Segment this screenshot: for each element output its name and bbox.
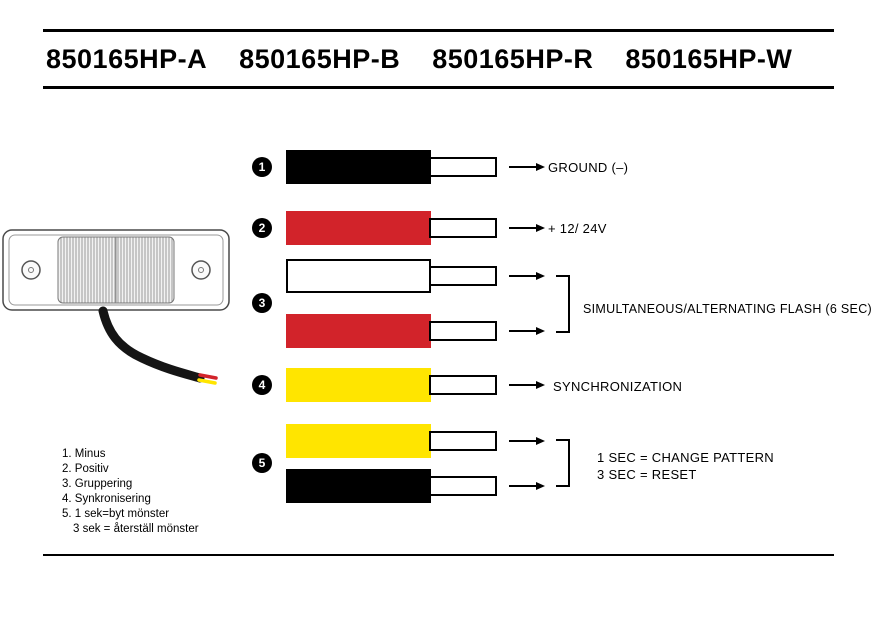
mounting-hole-left — [21, 260, 41, 280]
pin-badge-5: 5 — [252, 453, 272, 473]
model-number: 850165HP-R — [432, 44, 594, 74]
wire-bar-black-pattern — [286, 469, 431, 503]
legend-line: 2. Positiv — [62, 463, 109, 475]
legend-line: 1. Minus — [62, 448, 106, 460]
pattern-group-bracket — [556, 439, 570, 487]
wire-bar-red-power — [286, 211, 431, 245]
title-underline-rule — [43, 86, 834, 89]
pin-badge-4: 4 — [252, 375, 272, 395]
wire-stripped-end — [429, 266, 497, 286]
wire-stripped-end — [429, 218, 497, 238]
mounting-hole-right — [191, 260, 211, 280]
wire-bar-yellow-pattern — [286, 424, 431, 458]
wire-stripped-end — [429, 476, 497, 496]
label-pattern: 1 SEC = CHANGE PATTERN 3 SEC = RESET — [597, 450, 774, 483]
wire-bar-black-ground — [286, 150, 431, 184]
cable-tip-red-wire — [198, 373, 218, 380]
mounting-hole-left-center — [28, 267, 34, 273]
pin-badge-1: 1 — [252, 157, 272, 177]
arrow-icon — [509, 162, 545, 171]
mounting-hole-right-center — [198, 267, 204, 273]
module-inner-contour — [8, 234, 224, 306]
arrow-icon — [509, 481, 545, 490]
label-sync: SYNCHRONIZATION — [553, 379, 683, 394]
legend-line: 3 sek = återställ mönster — [73, 523, 199, 535]
wire-stripped-end — [429, 321, 497, 341]
wire-bar-red-flash — [286, 314, 431, 348]
flash-group-bracket — [556, 275, 570, 333]
legend-line: 4. Synkronisering — [62, 493, 151, 505]
label-ground: GROUND (–) — [548, 160, 629, 175]
arrow-icon — [509, 380, 545, 389]
model-number: 850165HP-W — [625, 44, 793, 74]
model-number: 850165HP-B — [239, 44, 401, 74]
wire-stripped-end — [429, 375, 497, 395]
pin-badge-2: 2 — [252, 218, 272, 238]
wire-stripped-end — [429, 431, 497, 451]
light-module-illustration — [2, 229, 230, 385]
arrow-icon — [509, 326, 545, 335]
page-title: 850165HP-A 850165HP-B 850165HP-R 850165H… — [46, 44, 792, 75]
legend-line: 5. 1 sek=byt mönster — [62, 508, 170, 520]
pin-badge-3: 3 — [252, 293, 272, 313]
wire-bar-yellow-sync — [286, 368, 431, 402]
label-pattern-line2: 3 SEC = RESET — [597, 466, 697, 482]
arrow-icon — [509, 271, 545, 280]
arrow-icon — [509, 436, 545, 445]
wire-bar-white-flash — [286, 259, 431, 293]
legend-line: 3. Gruppering — [62, 478, 133, 490]
wire-stripped-end — [429, 157, 497, 177]
label-flash: SIMULTANEOUS/ALTERNATING FLASH (6 SEC) — [583, 302, 872, 316]
top-rule — [43, 29, 834, 32]
legend-swedish: 1. Minus 2. Positiv 3. Gruppering 4. Syn… — [62, 447, 199, 537]
model-number: 850165HP-A — [46, 44, 208, 74]
label-pattern-line1: 1 SEC = CHANGE PATTERN — [597, 450, 774, 465]
label-power: + 12/ 24V — [548, 221, 607, 236]
arrow-icon — [509, 223, 545, 232]
bottom-rule — [43, 554, 834, 556]
cable-tip-yellow-wire — [197, 378, 217, 385]
cable — [98, 306, 205, 383]
